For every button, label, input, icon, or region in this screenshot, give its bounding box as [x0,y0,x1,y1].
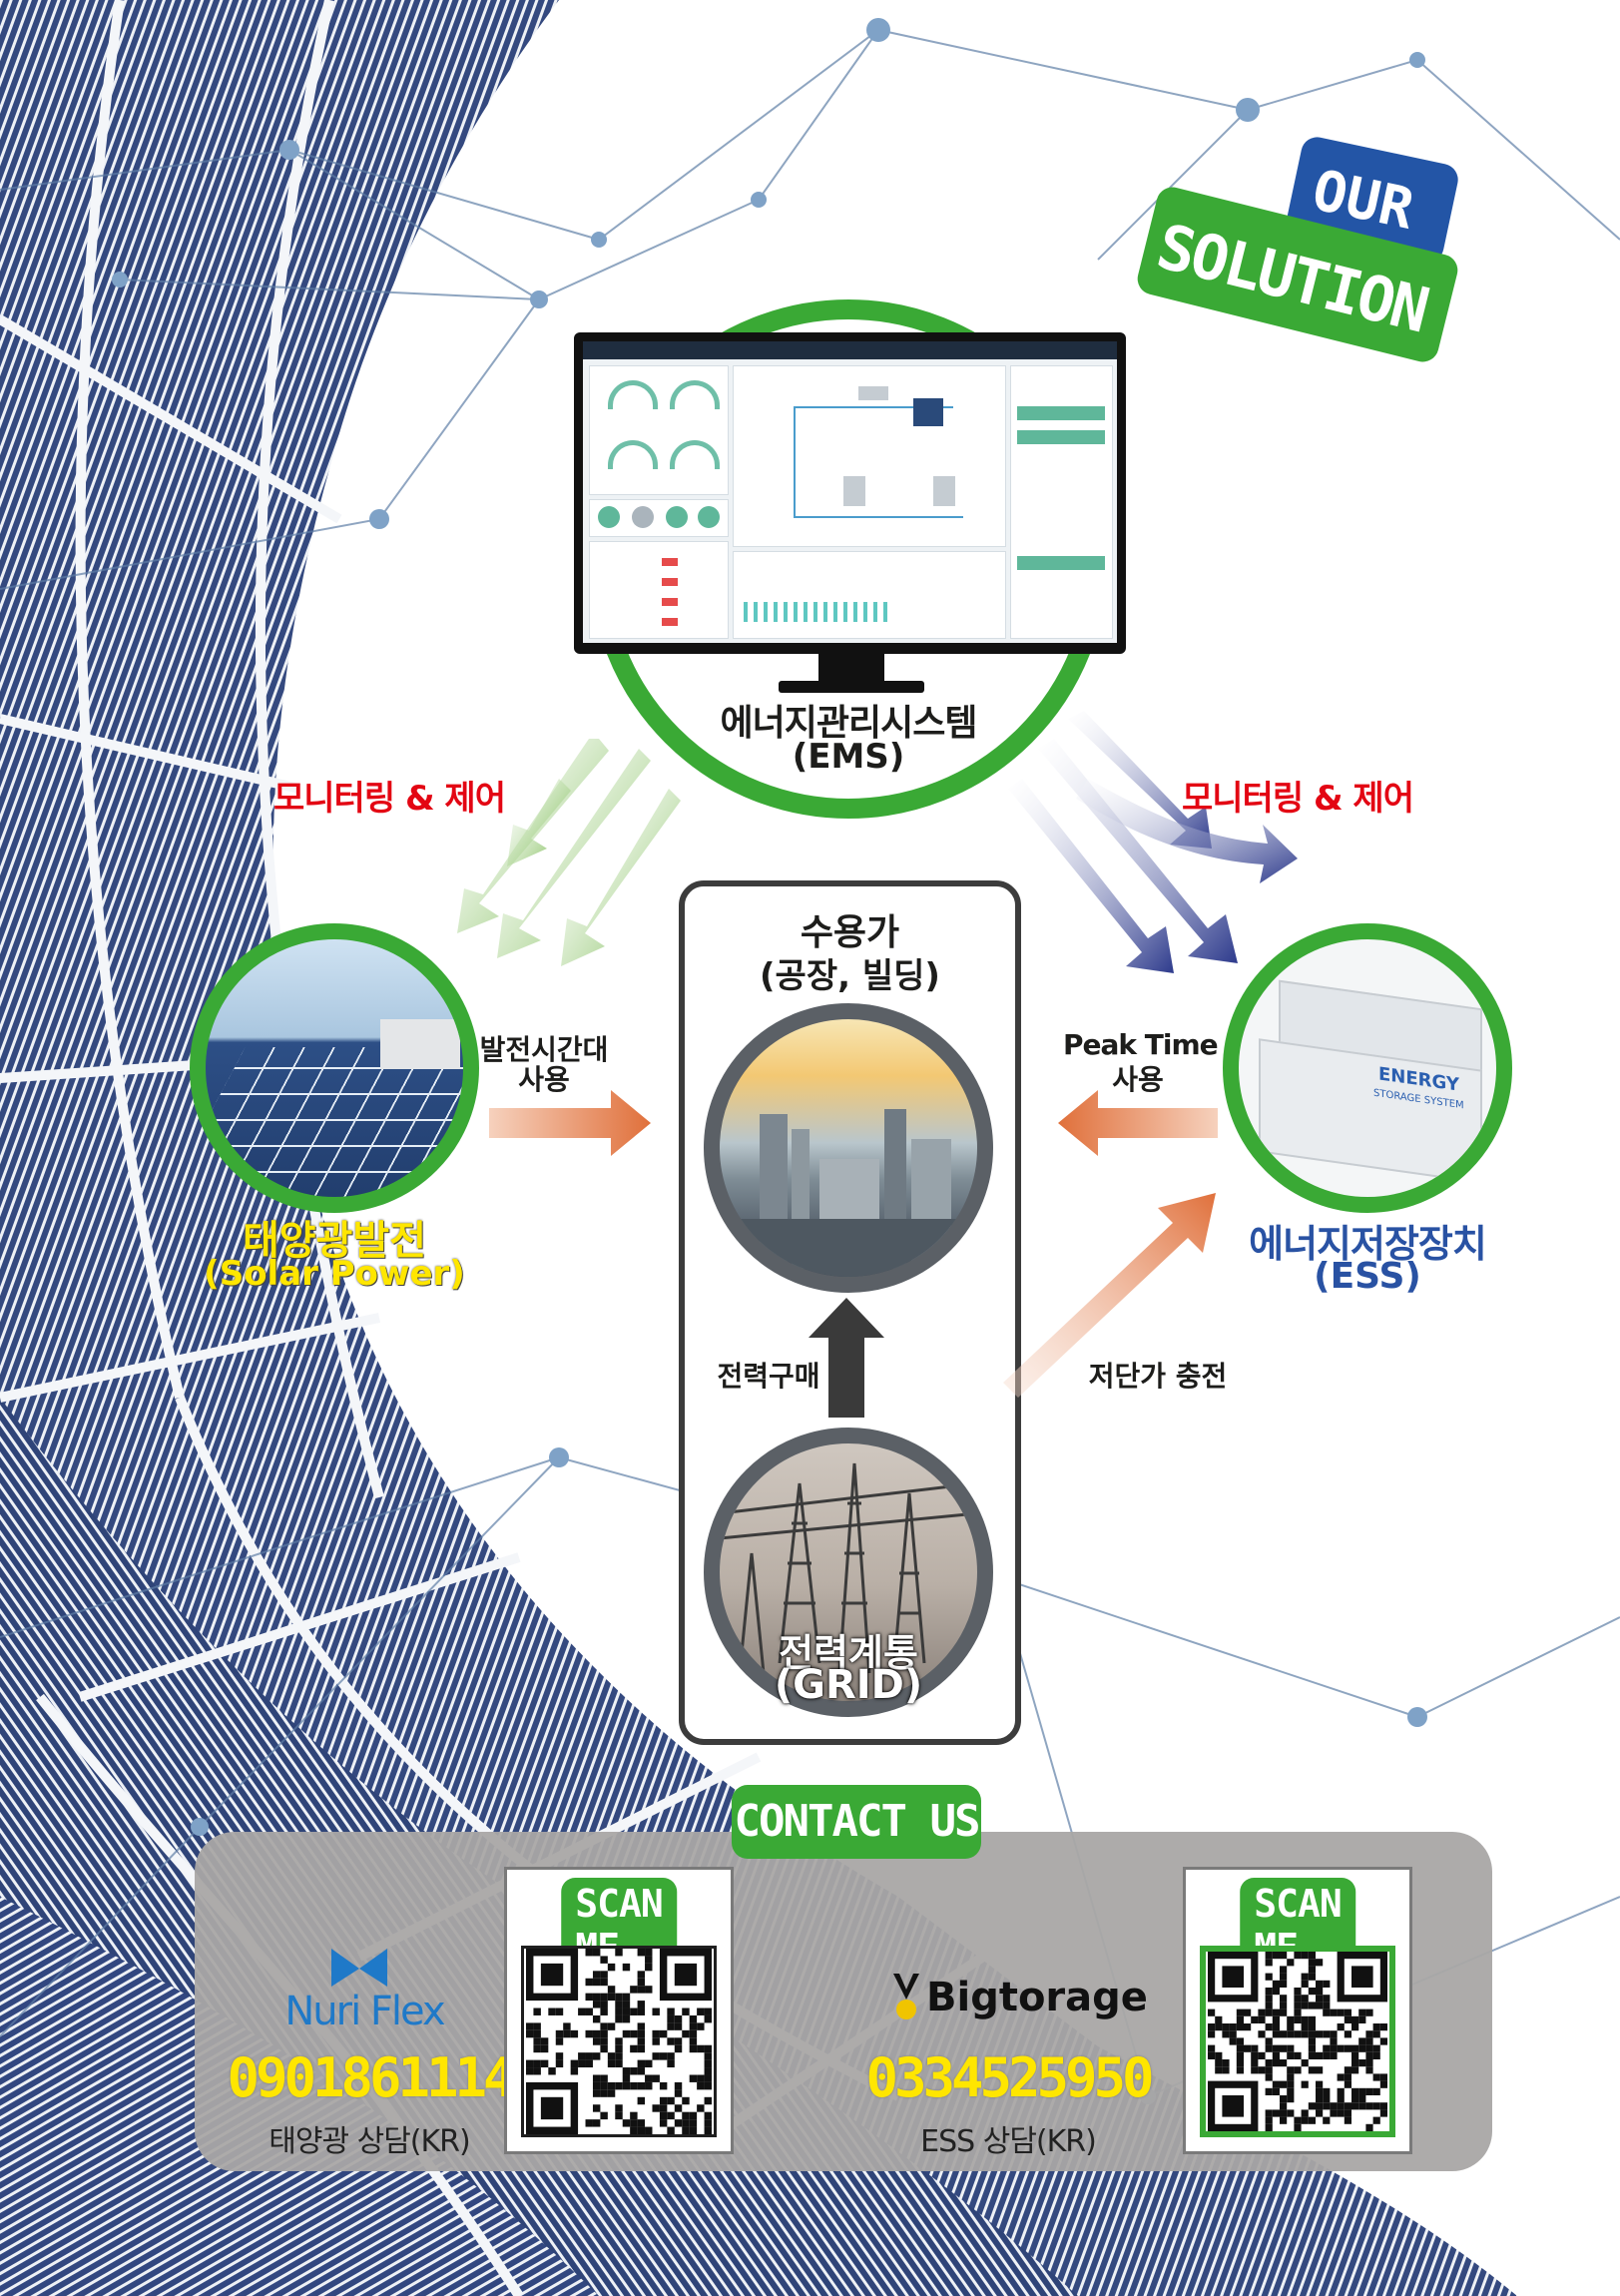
monitoring-label-left: 모니터링 & 제어 [272,779,506,819]
nuriflex-desc: 태양광 상담(KR) [269,2124,470,2159]
ess-flow-label-2: 사용 [1112,1063,1164,1096]
ess-flow-label-1: Peak Time [1063,1028,1219,1061]
ems-dashboard-screen [583,341,1117,643]
monitor-base [779,681,924,693]
qr-card-left[interactable]: SCAN ME [504,1867,734,2154]
solar-english: (Solar Power) [204,1254,465,1294]
grid-name: 전력계통 [779,1631,918,1675]
grid-purchase-label: 전력구매 [717,1360,820,1393]
nuriflex-logo [329,1947,389,1989]
nuriflex-phone[interactable]: 0901861114 [227,2046,515,2109]
monitor-stand [818,654,884,684]
consumer-subtitle: (공장, 빌딩) [760,956,940,996]
ess-container-image: ENERGY STORAGE SYSTEM [1223,923,1512,1213]
bigtorage-desc: ESS 상담(KR) [920,2124,1097,2159]
contact-heading: CONTACT US [732,1785,981,1859]
ess-name: 에너지저장장치 [1249,1222,1487,1266]
bigtorage-logo [891,1972,921,2021]
qr-code-left [521,1946,717,2137]
ems-name: 에너지관리시스템 [720,703,978,744]
ess-english: (ESS) [1314,1256,1421,1297]
qr-card-right[interactable]: SCAN ME [1183,1867,1412,2154]
solar-panel-image [190,923,479,1213]
grid-english: (GRID) [774,1662,923,1708]
qr-code-right [1200,1946,1395,2137]
solar-name: 태양광발전 [243,1218,426,1264]
bigtorage-phone[interactable]: 0334525950 [865,2046,1154,2109]
consumer-title: 수용가 [800,912,900,953]
monitoring-label-right: 모니터링 & 제어 [1181,779,1414,819]
nuriflex-brand: Nuri Flex [284,1989,445,2034]
ems-abbr: (EMS) [792,737,905,777]
ems-monitor [574,332,1126,654]
solar-flow-label-2: 사용 [518,1063,570,1096]
bigtorage-brand: Bigtorage [926,1975,1148,2020]
our-solution-badge: OUR SOLUTION [1134,134,1482,365]
solar-flow-label-1: 발전시간대 [479,1033,609,1066]
factory-image [704,1003,993,1293]
grid-charge-label: 저단가 충전 [1088,1360,1228,1393]
